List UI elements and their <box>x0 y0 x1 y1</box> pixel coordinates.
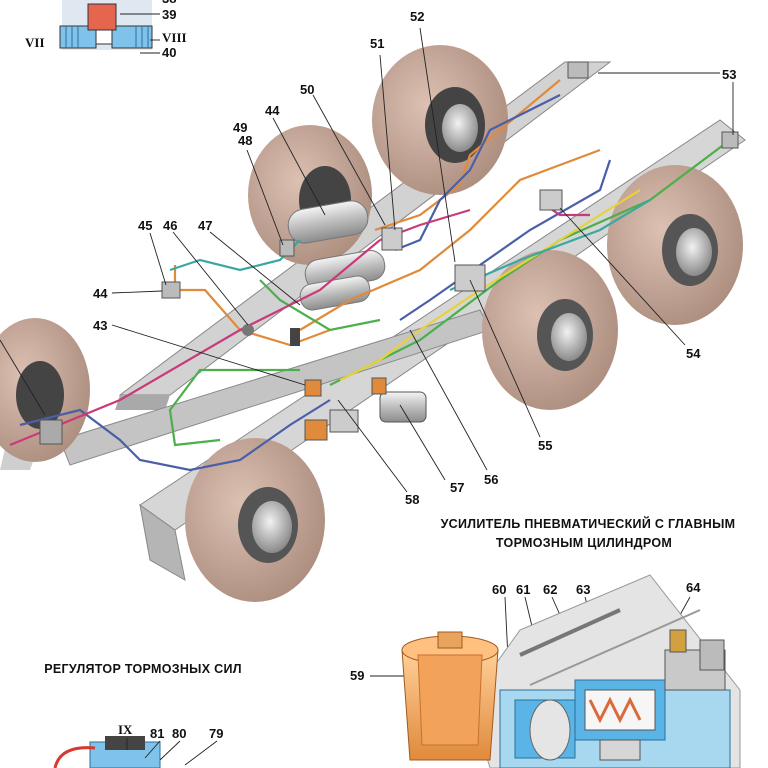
callout-63: 63 <box>576 582 590 597</box>
callout-81: 81 <box>150 726 164 741</box>
callout-52: 52 <box>410 9 424 24</box>
inset-label-40: 40 <box>162 45 176 60</box>
callout-56: 56 <box>484 472 498 487</box>
wheel-front-left <box>0 318 90 462</box>
callout-44b: 44 <box>93 286 108 301</box>
booster-title-line-1: УСИЛИТЕЛЬ ПНЕВМАТИЧЕСКИЙ С ГЛАВНЫМ <box>441 516 736 531</box>
roman-ix: IX <box>118 722 133 737</box>
callout-45: 45 <box>138 218 152 233</box>
regulator-title: РЕГУЛЯТОР ТОРМОЗНЫХ СИЛ <box>44 662 242 676</box>
booster-cutaway <box>469 574 741 768</box>
callout-79: 79 <box>209 726 223 741</box>
callout-54: 54 <box>686 346 701 361</box>
callout-55: 55 <box>538 438 552 453</box>
wheel-middle-right <box>482 250 618 410</box>
wheel-middle-left-top <box>248 125 372 265</box>
callout-46: 46 <box>163 218 177 233</box>
brake-lines <box>9 79 731 472</box>
callout-48: 48 <box>238 133 252 148</box>
wheel-rear-left-top <box>372 45 508 195</box>
callout-44a: 44 <box>265 103 280 118</box>
booster-title-line-2: ТОРМОЗНЫМ ЦИЛИНДРОМ <box>496 536 672 550</box>
callout-43: 43 <box>93 318 107 333</box>
callout-57: 57 <box>450 480 464 495</box>
callout-50: 50 <box>300 82 314 97</box>
roman-vii: VII <box>25 35 45 50</box>
callout-47: 47 <box>198 218 212 233</box>
callout-58: 58 <box>405 492 419 507</box>
brake-force-regulator <box>53 736 161 768</box>
wheel-front-right <box>185 438 325 602</box>
inset-label-39: 39 <box>162 7 176 22</box>
callout-64: 64 <box>686 580 701 595</box>
callout-61: 61 <box>516 582 530 597</box>
callout-59: 59 <box>350 668 364 683</box>
callout-60: 60 <box>492 582 506 597</box>
roman-viii: VIII <box>162 30 187 45</box>
callout-49: 49 <box>233 120 247 135</box>
callout-80: 80 <box>172 726 186 741</box>
wheel-rear-right <box>607 165 743 325</box>
chassis-components <box>39 61 739 445</box>
brake-fluid-reservoir <box>401 631 499 761</box>
callout-62: 62 <box>543 582 557 597</box>
callout-51: 51 <box>370 36 384 51</box>
callout-53: 53 <box>722 67 736 82</box>
valve-inset <box>59 0 153 50</box>
inset-label-38: 38 <box>162 0 176 6</box>
